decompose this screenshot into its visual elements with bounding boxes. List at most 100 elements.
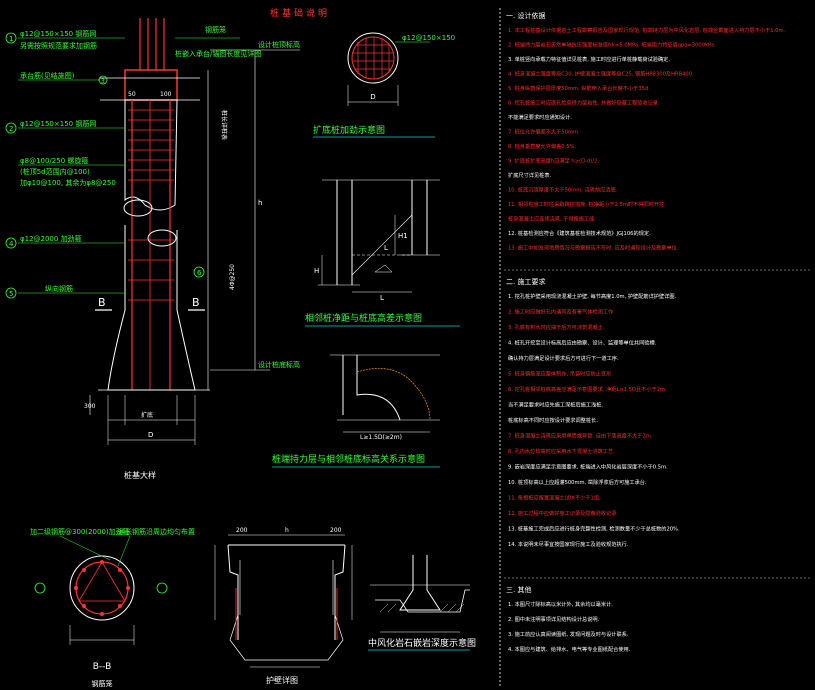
ring-caption: 护壁详图 bbox=[266, 675, 298, 685]
neighbor-pile-l2: L bbox=[384, 244, 388, 252]
notes-section2-title: 二. 施工要求 bbox=[506, 277, 545, 286]
label-top-note: 另需按照规范要求加钢筋 bbox=[20, 41, 97, 50]
label-stirrup-1: φ8@100/250 螺旋箍 bbox=[20, 156, 88, 165]
label-dim-h: h bbox=[258, 199, 262, 207]
note-line: 1. 本工程桩基设计依据岩土工程勘察报告及国家现行规范, 桩端持力层为中风化岩层… bbox=[508, 26, 785, 34]
note-line: 2. 桩端持力层岩石天然单轴抗压强度标准值frk=5.0MPa, 桩端阻力特征值… bbox=[508, 41, 716, 49]
label-dim-50: 50 bbox=[128, 91, 136, 98]
neighbor-pile-h: H bbox=[314, 267, 319, 275]
circle-detail bbox=[313, 32, 435, 138]
label-dim-side: 4Φ@250 bbox=[229, 264, 236, 290]
note-line: 4. 桩身混凝土强度等级C30, 护壁混凝土强度等级C25, 钢筋HPB300及… bbox=[508, 70, 694, 78]
note-line: 9. 扩底桩扩底高度h应满足 h≥(D-d)/2. bbox=[508, 157, 599, 165]
label-top-right: 钢筋笼 bbox=[205, 25, 226, 34]
pile-elevation bbox=[5, 18, 300, 445]
notes-section3-title: 三. 其他 bbox=[506, 585, 531, 594]
note-line: 当不满足要求时应先施工深桩后施工浅桩. bbox=[508, 401, 603, 409]
note-line: 3. 孔底有积水时应抽干后方可浇筑混凝土. bbox=[508, 323, 605, 331]
note-line: 14. 本说明未尽事宜按国家现行施工及验收规范执行. bbox=[508, 540, 629, 548]
notes-section3: 1. 本图尺寸除标高以米计外, 其余均以毫米计. 2. 图中未注明事项详见结构设计… bbox=[508, 600, 631, 653]
label-embed: 桩嵌入承台/锚固长度见详图 bbox=[175, 49, 261, 58]
rock-detail-caption: 桩端持力层与相邻桩底标高关系示意图 bbox=[272, 453, 425, 465]
note-line: 确认持力层满足设计要求后方可进行下一道工序. bbox=[508, 354, 619, 362]
note-line: 10. 桩底沉渣厚度不大于50mm, 浇筑前应清底. bbox=[508, 186, 618, 194]
note-line: 桩底标高不同时应按设计要求调整桩长. bbox=[508, 416, 598, 424]
notes-section1-title: 一. 设计依据 bbox=[506, 11, 545, 20]
label-cap-note: 承台筋(见结施图) bbox=[20, 71, 75, 80]
circle-detail-label: φ12@150×150 bbox=[402, 34, 455, 42]
label-long-bar: 纵向钢筋 bbox=[45, 284, 73, 293]
label-dim-bw: 扩底 bbox=[141, 411, 153, 419]
note-line: 1. 挖孔桩护壁采用现浇混凝土护壁, 每节高度1.0m, 护壁配筋详护壁详图. bbox=[508, 292, 677, 300]
note-line: 11. 每根桩应留置混凝土试块不少于1组. bbox=[508, 494, 601, 502]
note-line: 8. 孔内水位较高时应采用水下混凝土浇筑工艺. bbox=[508, 447, 615, 455]
neighbor-pile-diagram bbox=[305, 179, 460, 327]
label-num-1: 1 bbox=[9, 35, 13, 43]
ring-dim-2: 200 bbox=[330, 527, 342, 534]
label-vertical-dim: 桩长详桩表 bbox=[220, 110, 228, 140]
note-line: 3. 单桩竖向承载力特征值详见桩表, 施工时应进行单桩静载荷试验确定. bbox=[508, 55, 670, 63]
label-section-b1: B bbox=[98, 296, 106, 309]
label-section-b2: B bbox=[192, 296, 200, 309]
note-line: 7. 桩位允许偏差不大于50mm. bbox=[508, 128, 580, 136]
note-line: 5. 桩身钢筋笼应整体制作, 吊装时应防止变形. bbox=[508, 370, 613, 378]
label-stirrup-2: (桩顶5d范围内@100) bbox=[20, 167, 90, 176]
note-line: 4. 桩孔开挖至设计标高后应由勘察、设计、监理等单位共同验槽. bbox=[508, 339, 657, 347]
rock-detail bbox=[272, 354, 440, 468]
caption-pile-elevation: 桩基大样 bbox=[124, 470, 156, 480]
neighbor-pile-h1: H1 bbox=[398, 232, 408, 240]
ring-dim-1: h bbox=[285, 527, 289, 534]
retaining-ring bbox=[214, 534, 353, 668]
note-line: 8. 桩身垂直度允许偏差0.5%. bbox=[508, 142, 576, 150]
note-line: 桩身混凝土应连续浇筑, 不得留施工缝. bbox=[508, 215, 596, 223]
rock-socket-sketch bbox=[368, 555, 470, 651]
label-stirrup-3: 加φ10@100, 其余为φ8@250 bbox=[20, 178, 116, 187]
rock-detail-dim: L≥1.5D(≥2m) bbox=[360, 434, 402, 441]
note-line: 4. 本图应与建筑、给排水、电气等专业图纸配合使用. bbox=[508, 645, 631, 653]
section-bb-caption: B--B bbox=[93, 662, 112, 672]
note-line: 10. 桩顶标高以上应超灌500mm, 凿除浮浆后方可施工承台. bbox=[508, 478, 647, 486]
note-line: 7. 桩身混凝土浇筑应采用串筒或导管, 自由下落高度不大于2m. bbox=[508, 432, 653, 440]
section-bb-sub: 钢筋笼 bbox=[92, 679, 113, 688]
label-design-bottom: 设计桩底标高 bbox=[258, 360, 300, 369]
neighbor-pile-caption: 相邻桩净距与桩底高差示意图 bbox=[305, 312, 422, 324]
note-line: 12. 施工过程中应做好施工记录及隐蔽验收记录. bbox=[508, 509, 618, 517]
notes-section2: 1. 挖孔桩护壁采用现浇混凝土护壁, 每节高度1.0m, 护壁配筋详护壁详图. 2… bbox=[508, 292, 680, 548]
note-line: 不能满足要求时应通知设计. bbox=[508, 113, 572, 121]
ring-dim-0: 200 bbox=[236, 527, 248, 534]
note-line: 扩底尺寸详见桩表. bbox=[508, 171, 552, 179]
circle-detail-dim: D bbox=[370, 93, 375, 101]
section-bb bbox=[34, 535, 168, 645]
label-top-bar: φ12@150×150 钢筋网 bbox=[20, 29, 96, 38]
note-line: 6. 挖孔桩施工时应逐孔检查持力层岩性, 并做好隐蔽工程验收记录. bbox=[508, 99, 660, 107]
note-line: 2. 施工时应做好孔内通风及有害气体检测工作. bbox=[508, 308, 615, 316]
label-num-6: 6 bbox=[197, 269, 202, 277]
note-line: 2. 图中未注明事项详见结构设计总说明. bbox=[508, 615, 600, 623]
note-line: 6. 挖孔桩相邻桩底高差应满足示意图要求, 净距L≥1.5D且不小于2m. bbox=[508, 385, 667, 393]
label-num-4: 4 bbox=[9, 240, 14, 248]
section-bb-right-label: 通长钢筋沿周边均匀布置 bbox=[118, 527, 195, 536]
note-line: 12. 桩基检测应符合《建筑基桩检测技术规范》JGJ106的规定. bbox=[508, 229, 651, 237]
note-line: 1. 本图尺寸除标高以米计外, 其余均以毫米计. bbox=[508, 600, 613, 608]
note-line: 3. 施工前应认真阅读图纸, 发现问题及时与设计联系. bbox=[508, 630, 629, 638]
rock-socket-caption: 中风化岩石嵌岩深度示意图 bbox=[368, 637, 476, 649]
note-line: 9. 嵌岩深度应满足示意图要求, 桩端进入中风化岩层深度不小于0.5m. bbox=[508, 463, 668, 471]
label-num-5: 5 bbox=[9, 290, 13, 298]
label-dim-100: 100 bbox=[160, 91, 172, 98]
notes-section1: 1. 本工程桩基设计依据岩土工程勘察报告及国家现行规范, 桩端持力层为中风化岩层… bbox=[508, 26, 785, 252]
label-num-3: 3 bbox=[101, 78, 105, 85]
circle-detail-caption: 扩底桩加劲示意图 bbox=[313, 124, 385, 136]
note-line: 13. 桩基施工完成后应进行桩身完整性检测, 检测数量不少于总桩数的20%. bbox=[508, 525, 680, 533]
label-dim-d: D bbox=[148, 431, 153, 439]
label-design-top: 设计桩顶标高 bbox=[258, 40, 300, 49]
neighbor-pile-l: L bbox=[380, 294, 384, 302]
note-line: 11. 相邻桩施工时应采取跳挖措施, 桩净距小于2.5m时不得同时开挖. bbox=[508, 200, 666, 208]
note-line: 5. 桩身纵筋保护层厚度50mm, 纵筋伸入承台长度不小于35d. bbox=[508, 84, 650, 92]
label-ring-bar: φ12@2000 加劲箍 bbox=[20, 234, 82, 243]
drawing-title: 桩基础说明 bbox=[270, 7, 330, 19]
label-mid-bar: φ12@150×150 钢筋网 bbox=[20, 119, 96, 128]
label-dim-300: 300 bbox=[84, 403, 96, 410]
section-bb-top-label: 加二级钢筋@300(2000)加劲箍 bbox=[30, 527, 130, 536]
note-line: 13. 施工中如发现地质情况与勘察报告不符时, 应及时通知设计及勘察单位. bbox=[508, 244, 679, 252]
